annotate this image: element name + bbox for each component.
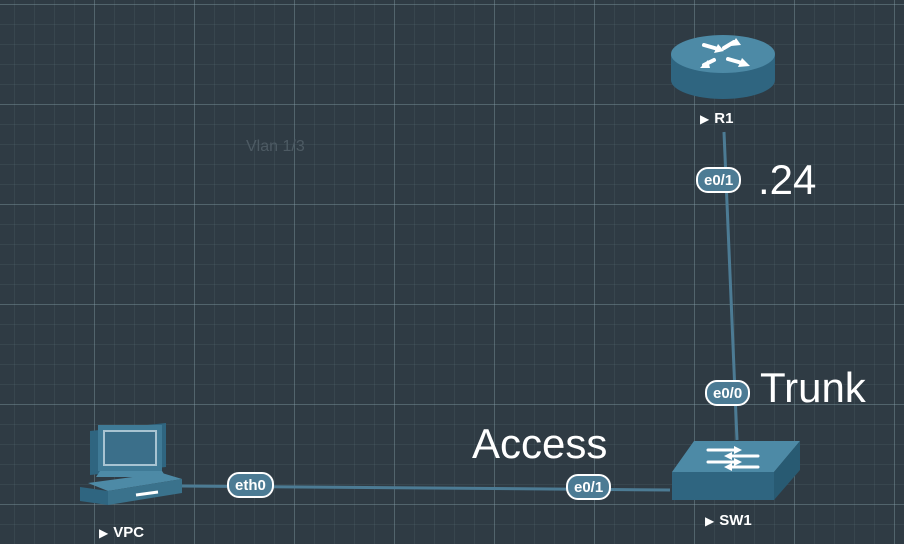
access-annotation: Access	[472, 420, 608, 467]
port-badge-sw1-e0-0[interactable]: e0/0	[705, 380, 751, 406]
faded-text: Vlan 1/3	[246, 138, 305, 155]
desktop-pc-icon	[80, 423, 182, 505]
port-badge-sw1-e0-1[interactable]: e0/1	[566, 474, 612, 500]
router-icon	[671, 35, 775, 99]
address-annotation: .24	[758, 156, 817, 203]
node-sw1[interactable]	[670, 438, 802, 502]
node-vpc[interactable]	[80, 421, 184, 507]
play-icon: ▶	[700, 112, 710, 126]
sw1-name: SW1	[719, 512, 752, 529]
play-icon: ▶	[705, 514, 715, 528]
vpc-name: VPC	[113, 524, 145, 541]
node-r1[interactable]	[668, 30, 778, 104]
play-icon: ▶	[99, 526, 109, 540]
port-badge-r1-e0-1[interactable]: e0/1	[696, 167, 742, 193]
r1-name: R1	[714, 110, 734, 127]
trunk-annotation: Trunk	[760, 364, 866, 411]
switch-icon	[672, 441, 800, 500]
sw1-label: ▶ SW1	[705, 512, 752, 529]
r1-label: ▶ R1	[700, 110, 733, 127]
vpc-label: ▶ VPC	[99, 524, 144, 541]
port-badge-vpc-eth0[interactable]: eth0	[227, 472, 274, 498]
